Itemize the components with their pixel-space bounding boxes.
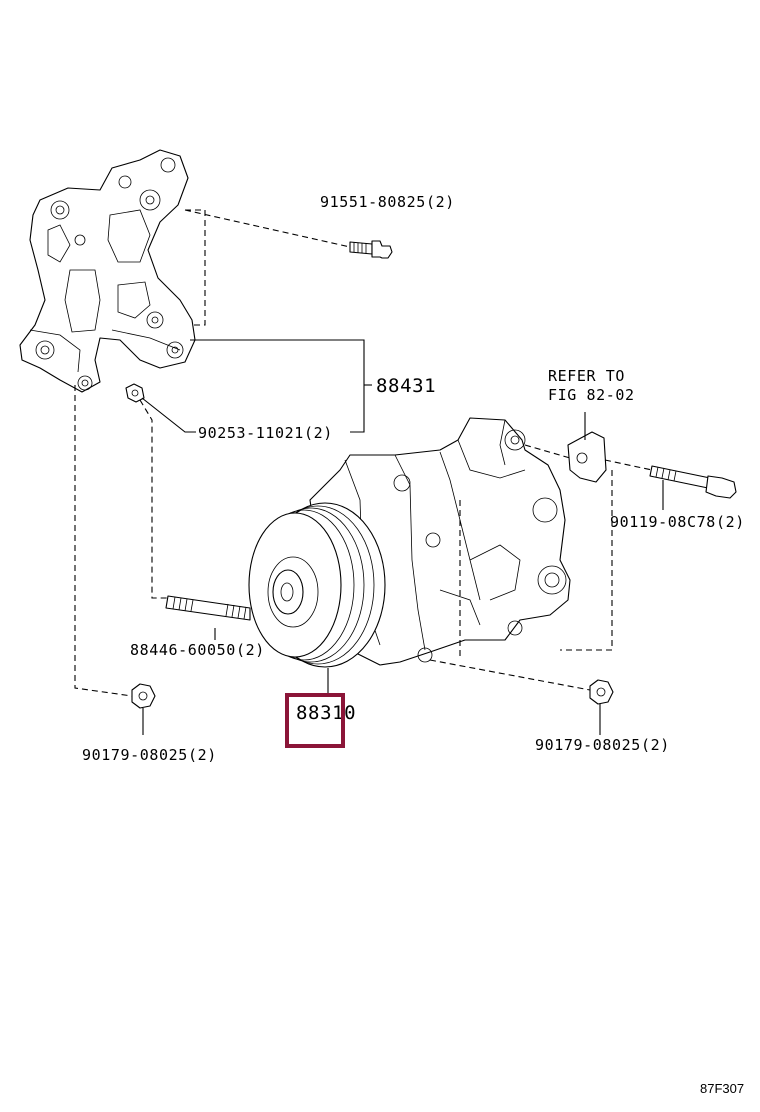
leader-lines bbox=[74, 209, 664, 735]
label-refer-line1: REFER TO bbox=[548, 367, 625, 385]
nut-right-drawing bbox=[589, 679, 614, 705]
label-compressor: 88310 bbox=[296, 702, 356, 724]
label-nut-right: 90179-08025(2) bbox=[535, 736, 670, 754]
label-nut-left: 90179-08025(2) bbox=[82, 746, 217, 764]
bracket-bolt-drawing bbox=[125, 383, 145, 403]
stud-drawing bbox=[165, 595, 251, 621]
bolt-top-drawing bbox=[349, 240, 393, 259]
label-bracket: 88431 bbox=[376, 375, 436, 397]
figure-code: 87F307 bbox=[700, 1081, 744, 1096]
nut-left-drawing bbox=[131, 683, 156, 709]
label-bracket-bolt: 90253-11021(2) bbox=[198, 424, 333, 442]
refer-bracket-drawing bbox=[567, 431, 607, 483]
label-stud: 88446-60050(2) bbox=[130, 641, 265, 659]
label-compressor-bolt: 90119-08C78(2) bbox=[610, 513, 745, 531]
label-refer-line2: FIG 82-02 bbox=[548, 386, 635, 404]
compressor-bolt-drawing bbox=[649, 465, 737, 499]
label-bolt-top: 91551-80825(2) bbox=[320, 193, 455, 211]
highlight-box[interactable] bbox=[285, 693, 345, 748]
bracket-drawing bbox=[19, 149, 196, 393]
compressor-drawing bbox=[248, 417, 571, 668]
